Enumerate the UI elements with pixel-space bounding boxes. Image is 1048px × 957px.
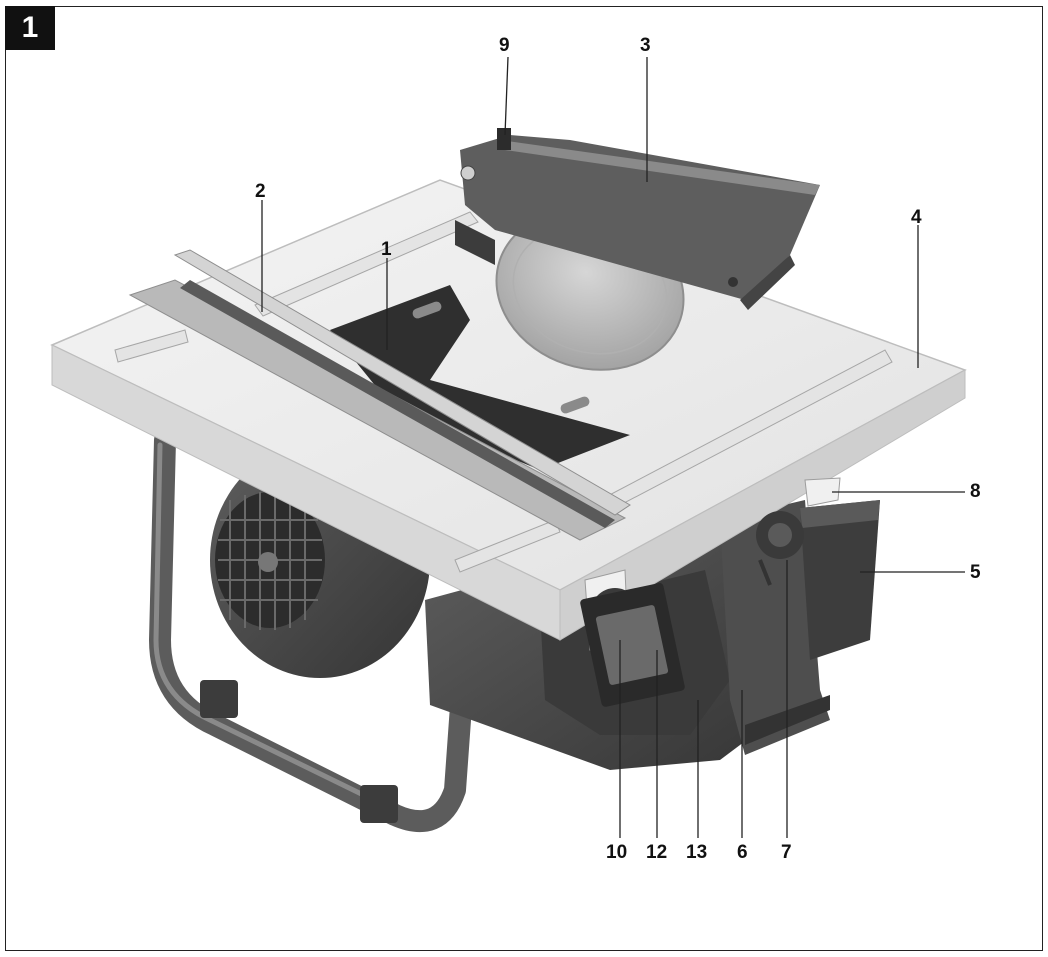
water-tray [800,500,880,660]
figure-number-badge: 1 [5,6,55,50]
callout-13: 13 [686,842,708,863]
angle-locking-knob [756,511,804,586]
table-scale [114,211,893,573]
parallel-stop [128,249,631,541]
callout-2: 2 [255,181,266,202]
callout-leaders [261,56,965,838]
tile-guide-plate [330,285,630,470]
angle-scale [804,477,841,507]
callout-3: 3 [640,35,651,56]
on-off-switch [580,583,685,707]
tube-foot-pad [360,785,398,823]
blade-guard [455,135,820,310]
callout-9: 9 [499,35,510,56]
callout-6: 6 [737,842,748,863]
callout-8: 8 [970,481,981,502]
callout-5: 5 [970,562,981,583]
tube-foot-pad [200,680,238,718]
callout-12: 12 [646,842,668,863]
guard-adjust-screw [497,128,511,150]
callout-1: 1 [381,239,392,260]
table-top [50,179,967,641]
callout-10: 10 [606,842,628,863]
callout-4: 4 [911,207,922,228]
callout-7: 7 [781,842,792,863]
